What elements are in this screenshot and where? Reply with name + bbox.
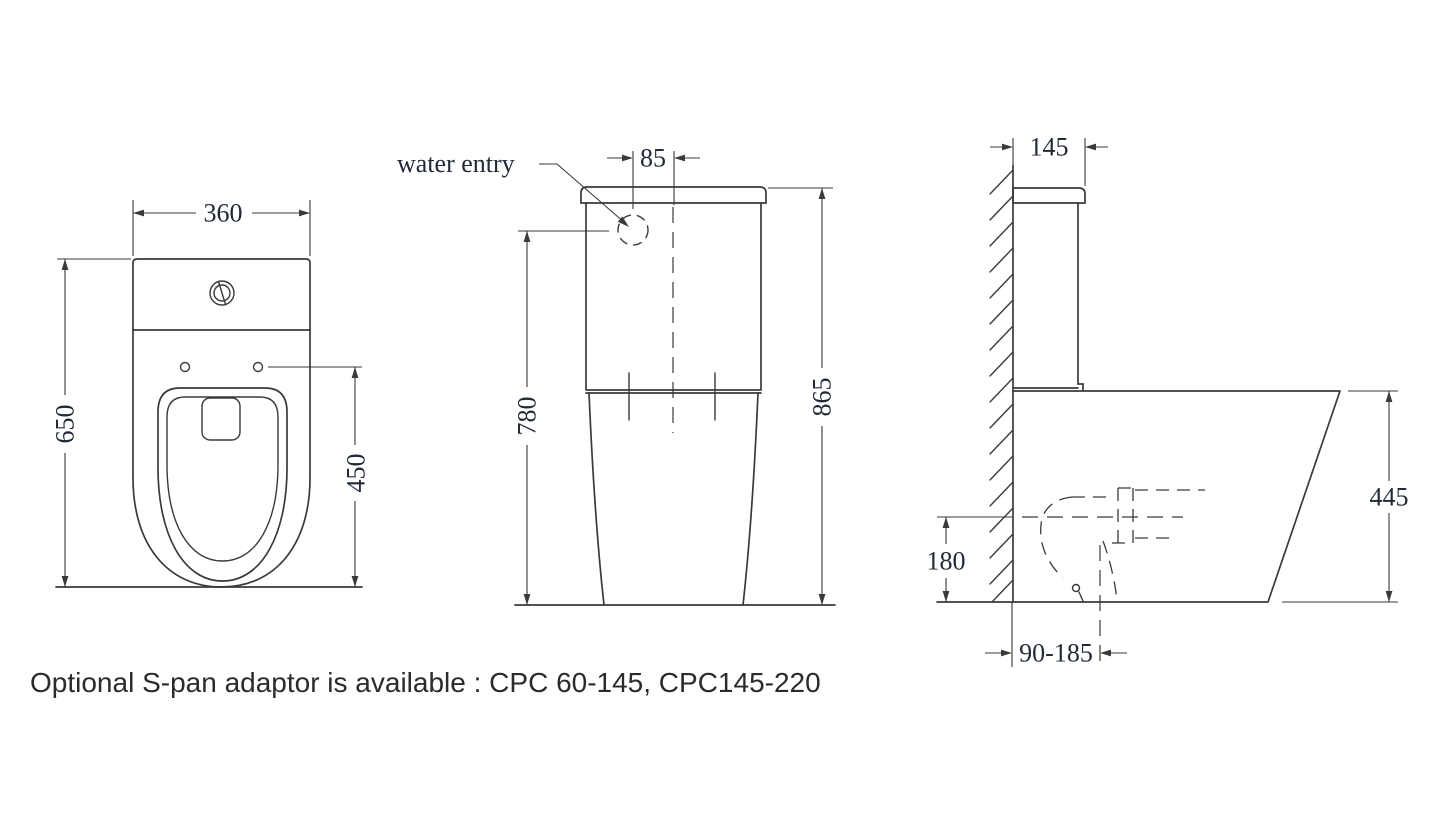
wall-hatching	[989, 169, 1014, 603]
front-view-dimensions: 360 650 450	[51, 199, 371, 587]
elevation-dimensions: water entry 85 780 865	[397, 144, 837, 605]
side-view: 145 445 180 90-185	[927, 133, 1409, 668]
dim-outlet-setout-range: 90-185	[1019, 639, 1093, 668]
flush-outlet	[201, 397, 241, 441]
dim-cistern-depth: 145	[1030, 133, 1069, 162]
water-entry-label: water entry	[397, 149, 515, 178]
dim-water-entry-offset: 85	[640, 144, 666, 173]
seat-hole-left	[179, 361, 191, 373]
dim-seat-hole-height: 450	[342, 454, 371, 493]
seat-hole-right	[252, 361, 264, 373]
front-view: 360 650 450	[51, 199, 371, 588]
front-elevation-view: water entry 85 780 865	[397, 144, 837, 606]
dim-front-height: 650	[51, 405, 80, 444]
flush-button	[209, 280, 235, 306]
hidden-trap-pipework	[1022, 487, 1205, 667]
front-view-outline	[55, 258, 363, 588]
adaptor-note: Optional S-pan adaptor is available : CP…	[30, 667, 821, 698]
elevation-outline	[514, 186, 836, 606]
dim-outlet-height: 180	[927, 547, 966, 576]
dim-pan-height: 445	[1370, 483, 1409, 512]
water-entry-leader	[539, 163, 626, 224]
wall	[989, 164, 1014, 603]
side-view-outline	[936, 187, 1341, 603]
side-view-dimensions: 145 445 180 90-185	[927, 133, 1409, 668]
dim-water-entry-height: 780	[513, 397, 542, 436]
dim-front-width: 360	[204, 199, 243, 228]
water-entry-hole	[617, 214, 649, 246]
dim-overall-height: 865	[808, 378, 837, 417]
